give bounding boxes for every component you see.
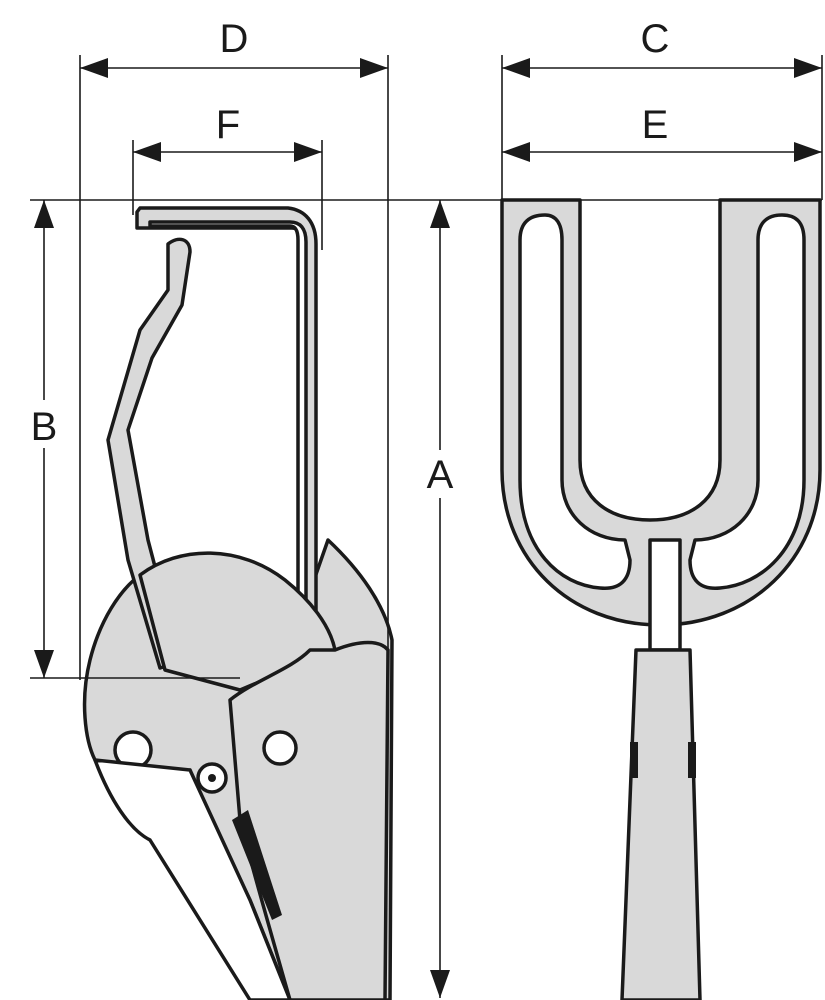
arrowhead: [34, 200, 54, 228]
dimension-label-d: D: [220, 17, 249, 61]
handle-grip-band: [688, 742, 696, 778]
u-clamp-inner-right: [688, 213, 806, 590]
dimension-label-c: C: [641, 17, 670, 61]
dimension-label-a: A: [427, 453, 454, 497]
arrowhead: [430, 970, 450, 998]
arrowhead: [34, 650, 54, 678]
pivot-rivet: [262, 730, 298, 766]
arrowhead: [502, 58, 530, 78]
dimension-labels: D F C E B A: [24, 17, 669, 498]
front-view: [500, 198, 822, 1000]
arrowhead: [133, 142, 161, 162]
arrowhead: [430, 200, 450, 228]
label-background: [24, 400, 64, 448]
dimension-label-e: E: [642, 103, 669, 147]
handle-grip-band: [630, 742, 638, 778]
label-background: [420, 450, 460, 498]
u-clamp: [500, 198, 822, 627]
arrowhead: [80, 58, 108, 78]
jaw-disc: [138, 551, 337, 692]
dimension-label-b: B: [31, 405, 58, 449]
u-clamp-inner-left: [518, 213, 632, 590]
front-handle: [620, 648, 702, 1000]
spring-icon: [232, 810, 282, 920]
adjuster-screw-center: [208, 774, 216, 782]
neck: [648, 538, 682, 652]
arrowhead: [794, 142, 822, 162]
arrowhead: [794, 58, 822, 78]
arrowhead: [360, 58, 388, 78]
arrowhead: [294, 142, 322, 162]
release-lever: [106, 237, 192, 670]
arrowhead: [502, 142, 530, 162]
dimension-lines: [30, 55, 823, 998]
side-view: [82, 206, 394, 1000]
dimension-label-f: F: [216, 103, 240, 147]
linkage-arm: [93, 758, 292, 1000]
